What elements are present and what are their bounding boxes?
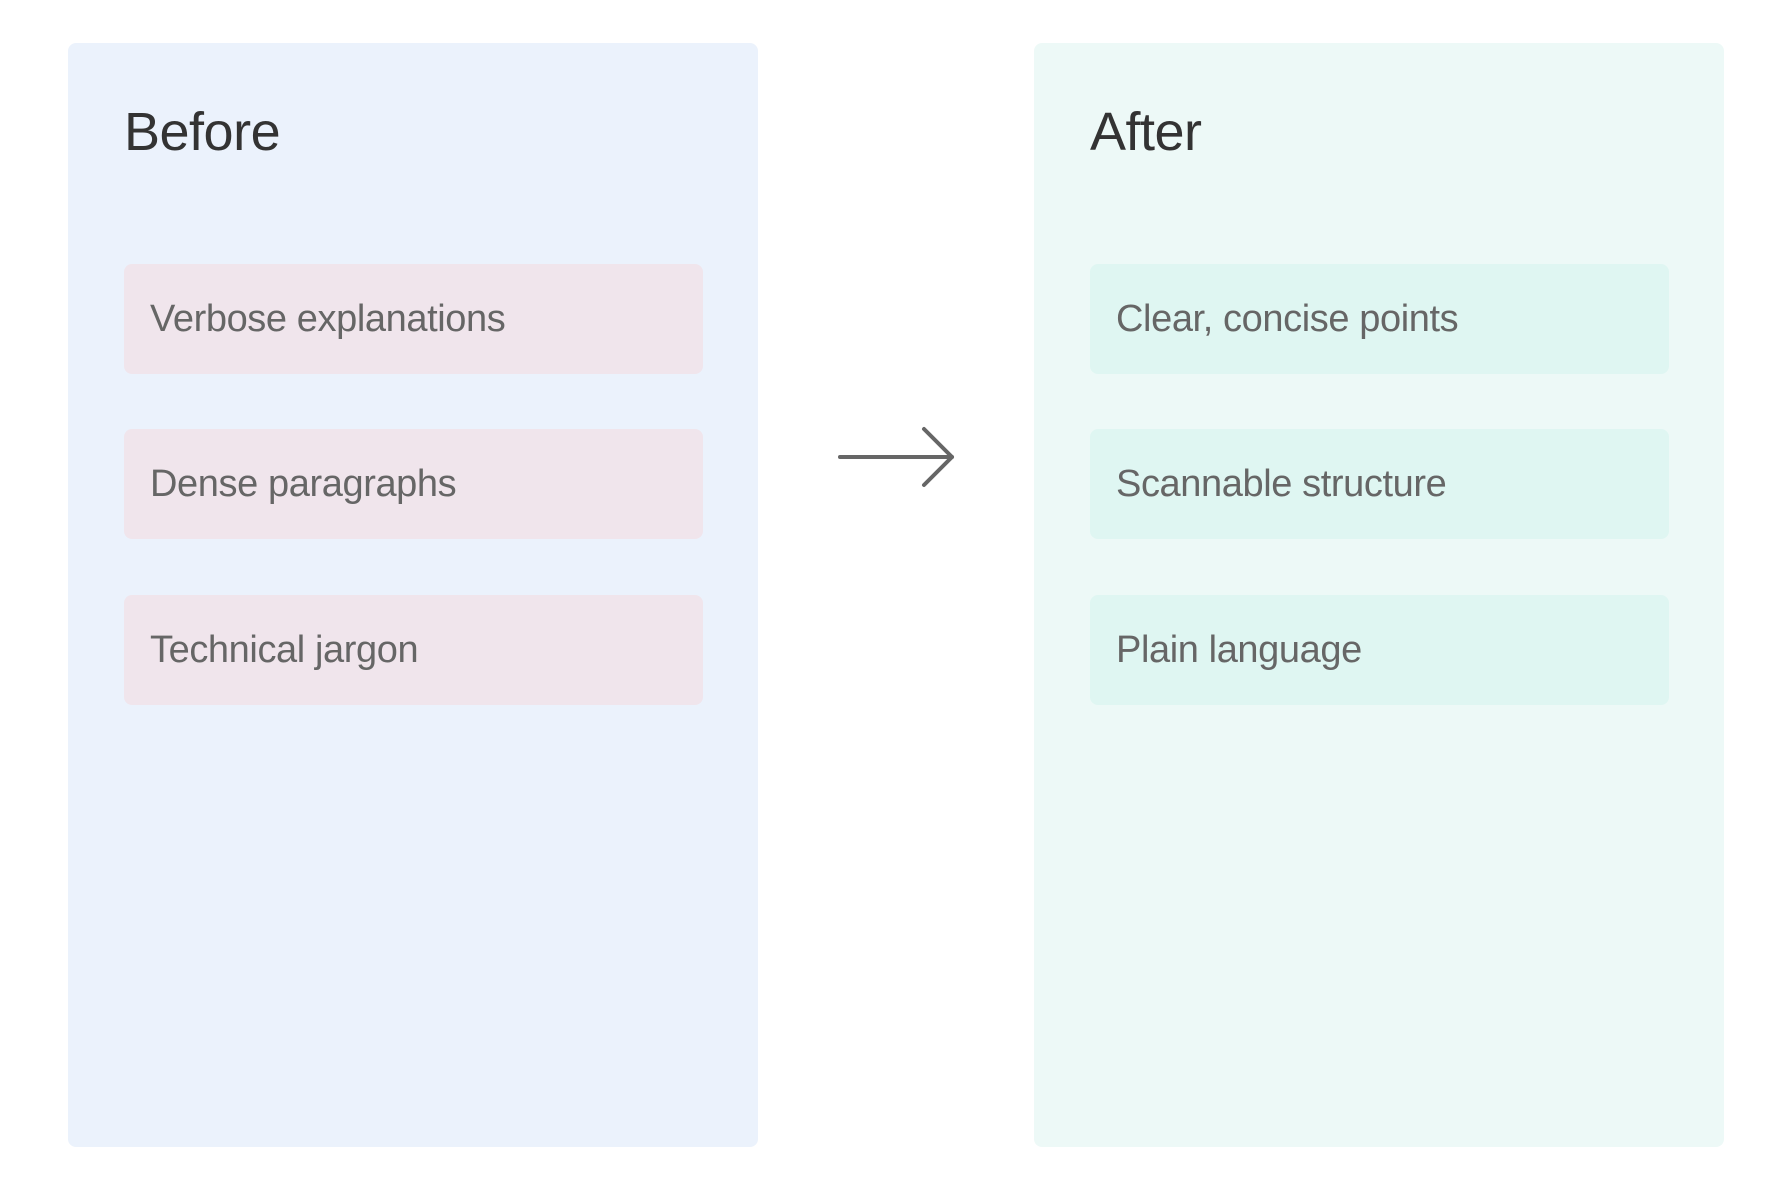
before-panel: Before Verbose explanations Dense paragr… <box>68 43 758 1147</box>
before-item-verbose-explanations: Verbose explanations <box>124 264 703 374</box>
arrow-right-icon <box>838 427 954 487</box>
after-item-plain-language: Plain language <box>1090 595 1669 705</box>
after-title: After <box>1090 102 1202 162</box>
before-title: Before <box>124 102 281 162</box>
before-item-technical-jargon: Technical jargon <box>124 595 703 705</box>
before-item-dense-paragraphs: Dense paragraphs <box>124 429 703 539</box>
after-panel: After Clear, concise points Scannable st… <box>1034 43 1724 1147</box>
after-item-clear-concise-points: Clear, concise points <box>1090 264 1669 374</box>
after-item-scannable-structure: Scannable structure <box>1090 429 1669 539</box>
arrow-head <box>922 427 954 487</box>
